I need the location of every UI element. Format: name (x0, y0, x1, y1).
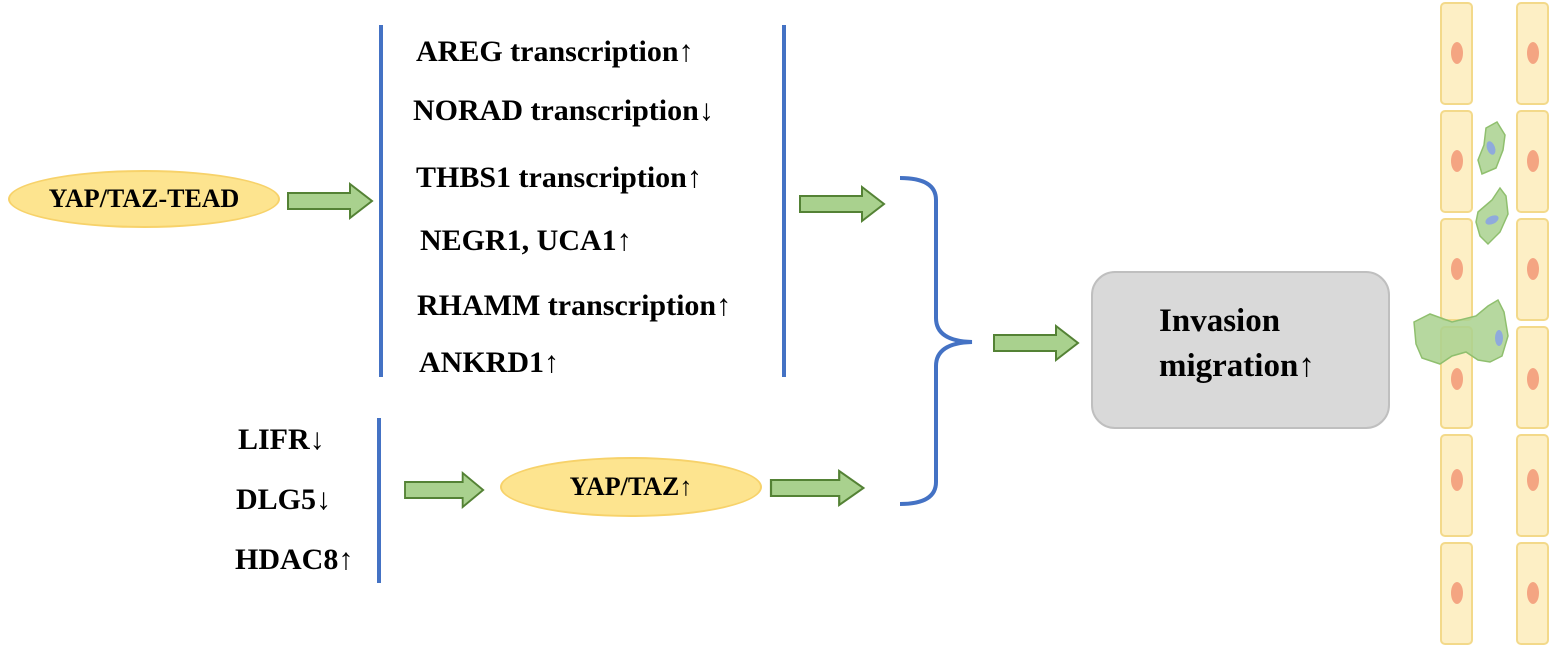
source-node-label: YAP/TAZ-TEAD (48, 184, 240, 213)
cell-column-icon (1516, 2, 1549, 645)
regulator-item-dlg5: DLG5↓ (236, 483, 332, 516)
target-item-norad: NORAD transcription↓ (413, 94, 714, 127)
block-arrow-icon (799, 186, 885, 222)
source-node-yap-taz-tead: YAP/TAZ-TEAD (8, 170, 280, 228)
regulator-item-lifr: LIFR↓ (238, 423, 325, 456)
migrating-cell-icon (1413, 298, 1509, 365)
result-line-invasion: Invasion (1159, 303, 1281, 339)
target-item-areg: AREG transcription↑ (416, 35, 694, 68)
target-list-left-bar (379, 25, 383, 377)
block-arrow-icon (404, 472, 485, 508)
target-item-thbs1: THBS1 transcription↑ (416, 161, 702, 194)
migrating-cell-icon (1477, 121, 1506, 176)
target-item-negr1-uca1: NEGR1, UCA1↑ (420, 224, 632, 257)
block-arrow-icon (769, 469, 865, 507)
regulator-list-bar (377, 418, 381, 583)
block-arrow-icon (287, 183, 373, 219)
result-node-invasion-migration (1091, 271, 1390, 429)
target-list-right-bar (782, 25, 786, 377)
target-item-rhamm: RHAMM transcription↑ (417, 289, 732, 322)
result-line-migration: migration↑ (1159, 348, 1315, 384)
regulator-item-hdac8: HDAC8↑ (235, 543, 354, 576)
migrating-cell-icon (1475, 186, 1509, 246)
target-item-ankrd1: ANKRD1↑ (419, 346, 559, 379)
block-arrow-icon (993, 325, 1079, 361)
intermediate-node-label: YAP/TAZ↑ (569, 472, 693, 501)
curly-brace-icon (899, 176, 973, 506)
cell-column-icon (1440, 2, 1473, 645)
intermediate-node-yap-taz: YAP/TAZ↑ (500, 457, 762, 517)
